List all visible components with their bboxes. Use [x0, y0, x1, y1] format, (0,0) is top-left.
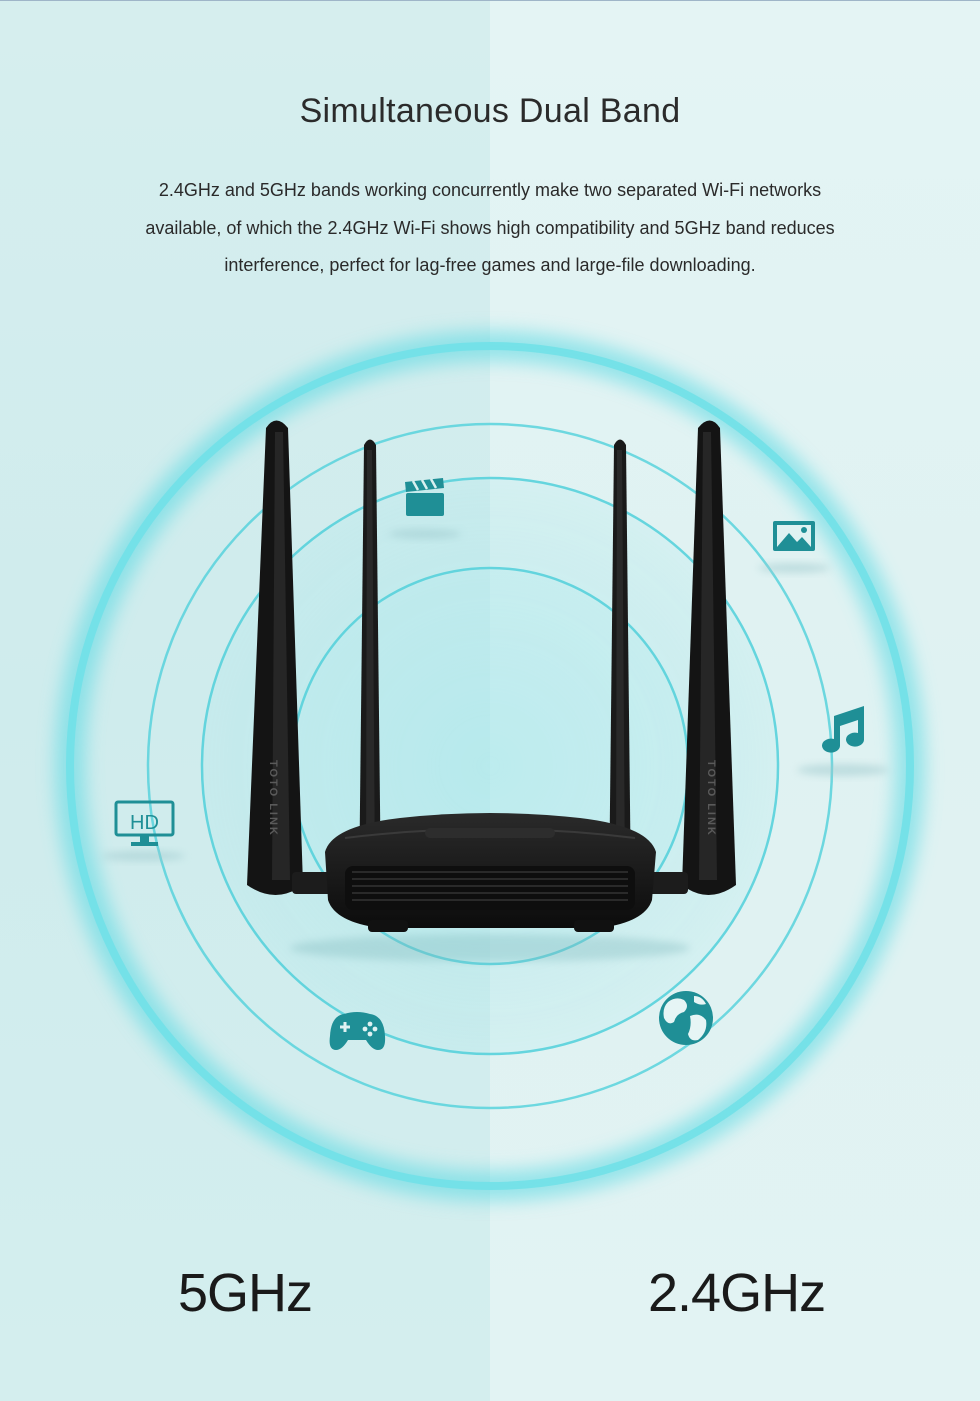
- antenna-brand-right: TOTO LINK: [705, 760, 717, 837]
- router-foot-left: [368, 920, 408, 932]
- hd-monitor-icon: HD: [101, 800, 185, 861]
- antenna-brand-left: TOTO LINK: [267, 760, 279, 837]
- globe-icon: [659, 991, 713, 1045]
- image-icon: [758, 521, 830, 573]
- description-line-2: available, of which the 2.4GHz Wi-Fi sho…: [145, 217, 835, 238]
- router-shadow: [290, 934, 690, 962]
- router-logo-plate: [425, 828, 555, 838]
- antenna-hinge-left: [292, 872, 332, 894]
- antenna-outer-left: TOTO LINK: [247, 420, 303, 895]
- router-foot-right: [574, 920, 614, 932]
- description-line-3: interference, perfect for lag-free games…: [224, 255, 756, 275]
- router: TOTO LINK TOTO LINK: [247, 420, 736, 932]
- band-label-5ghz: 5GHz: [178, 1263, 313, 1323]
- top-divider: [0, 0, 980, 1]
- music-note-icon: [797, 706, 889, 776]
- outer-signal-ring: [55, 331, 925, 1201]
- antenna-inner-right: [609, 439, 631, 895]
- description: 2.4GHz and 5GHz bands working concurrent…: [90, 172, 890, 285]
- band-label-24ghz: 2.4GHz: [648, 1263, 826, 1323]
- antenna-outer-right: TOTO LINK: [682, 420, 736, 895]
- page-title: Simultaneous Dual Band: [299, 92, 681, 130]
- hd-text: HD: [130, 812, 159, 834]
- antenna-hinge-right: [648, 872, 688, 894]
- gamepad-icon: [329, 1012, 386, 1050]
- antenna-inner-left: [359, 439, 381, 895]
- description-line-1: 2.4GHz and 5GHz bands working concurrent…: [158, 180, 822, 200]
- router-vent: [345, 866, 635, 910]
- clapperboard-icon: [389, 478, 461, 539]
